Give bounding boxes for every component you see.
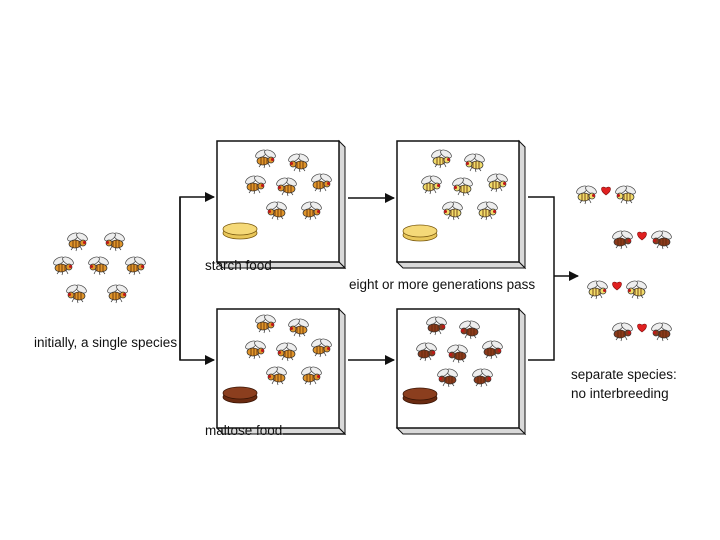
connectors: [179, 192, 579, 435]
fruit-fly-icon: [266, 366, 287, 386]
flies-layer: [53, 149, 672, 388]
fruit-fly-icon: [587, 280, 608, 300]
fruit-fly-icon: [276, 177, 297, 197]
fruit-fly-icon: [459, 320, 480, 340]
box-starch-later: [395, 139, 527, 270]
label-generations-pass: eight or more generations pass: [349, 277, 536, 292]
fruit-fly-icon: [447, 344, 468, 364]
fruit-fly-icon: [472, 368, 493, 388]
fruit-fly-icon: [431, 149, 452, 169]
label-no-interbreeding: no interbreeding: [571, 386, 669, 401]
fruit-fly-icon: [311, 173, 332, 193]
fruit-fly-icon: [266, 201, 287, 221]
fruit-fly-icon: [651, 322, 672, 342]
fruit-fly-icon: [651, 230, 672, 250]
maltose-food-dish-icon: [222, 386, 258, 404]
fruit-fly-icon: [477, 201, 498, 221]
heart-icon: [612, 281, 622, 291]
fruit-fly-icon: [442, 201, 463, 221]
fruit-fly-icon: [426, 316, 447, 336]
fruit-fly-icon: [245, 340, 266, 360]
starch-food-dish-icon: [402, 224, 438, 242]
fruit-fly-icon: [301, 201, 322, 221]
fruit-fly-icon: [255, 314, 276, 334]
fruit-fly-icon: [576, 185, 597, 205]
label-separate-species: separate species:: [571, 367, 677, 382]
fruit-fly-icon: [288, 153, 309, 173]
label-initial-single-species: initially, a single species: [34, 335, 178, 350]
fruit-fly-icon: [626, 280, 647, 300]
fruit-fly-icon: [88, 256, 109, 276]
fruit-fly-icon: [276, 342, 297, 362]
hearts-layer: [601, 186, 647, 333]
fruit-fly-icon: [612, 230, 633, 250]
fruit-fly-icon: [487, 173, 508, 193]
fruit-fly-icon: [301, 366, 322, 386]
fruit-fly-icon: [464, 153, 485, 173]
fruit-fly-icon: [452, 177, 473, 197]
label-starch-food: starch food: [205, 258, 272, 273]
fruit-fly-icon: [437, 368, 458, 388]
heart-icon: [601, 186, 611, 196]
fruit-fly-icon: [421, 175, 442, 195]
fruit-fly-icon: [612, 322, 633, 342]
maltose-food-dish-icon: [402, 387, 438, 405]
merge-line: [528, 196, 555, 361]
label-maltose-food: maltose food: [205, 423, 283, 438]
fruit-fly-icon: [107, 284, 128, 304]
heart-icon: [637, 323, 647, 333]
box-starch-initial: [215, 139, 347, 270]
fruit-fly-icon: [125, 256, 146, 276]
starch-food-dish-icon: [222, 222, 258, 240]
fruit-fly-icon: [67, 232, 88, 252]
fruit-fly-icon: [615, 185, 636, 205]
fruit-fly-icon: [53, 256, 74, 276]
fruit-fly-icon: [255, 149, 276, 169]
fruit-fly-icon: [482, 340, 503, 360]
fruit-fly-icon: [245, 175, 266, 195]
heart-icon: [637, 231, 647, 241]
fruit-fly-icon: [66, 284, 87, 304]
fruit-fly-icon: [311, 338, 332, 358]
fruit-fly-icon: [416, 342, 437, 362]
fruit-fly-icon: [104, 232, 125, 252]
fruit-fly-icon: [288, 318, 309, 338]
split-arrow-bottom: [179, 285, 215, 365]
box-maltose-later: [395, 307, 527, 436]
